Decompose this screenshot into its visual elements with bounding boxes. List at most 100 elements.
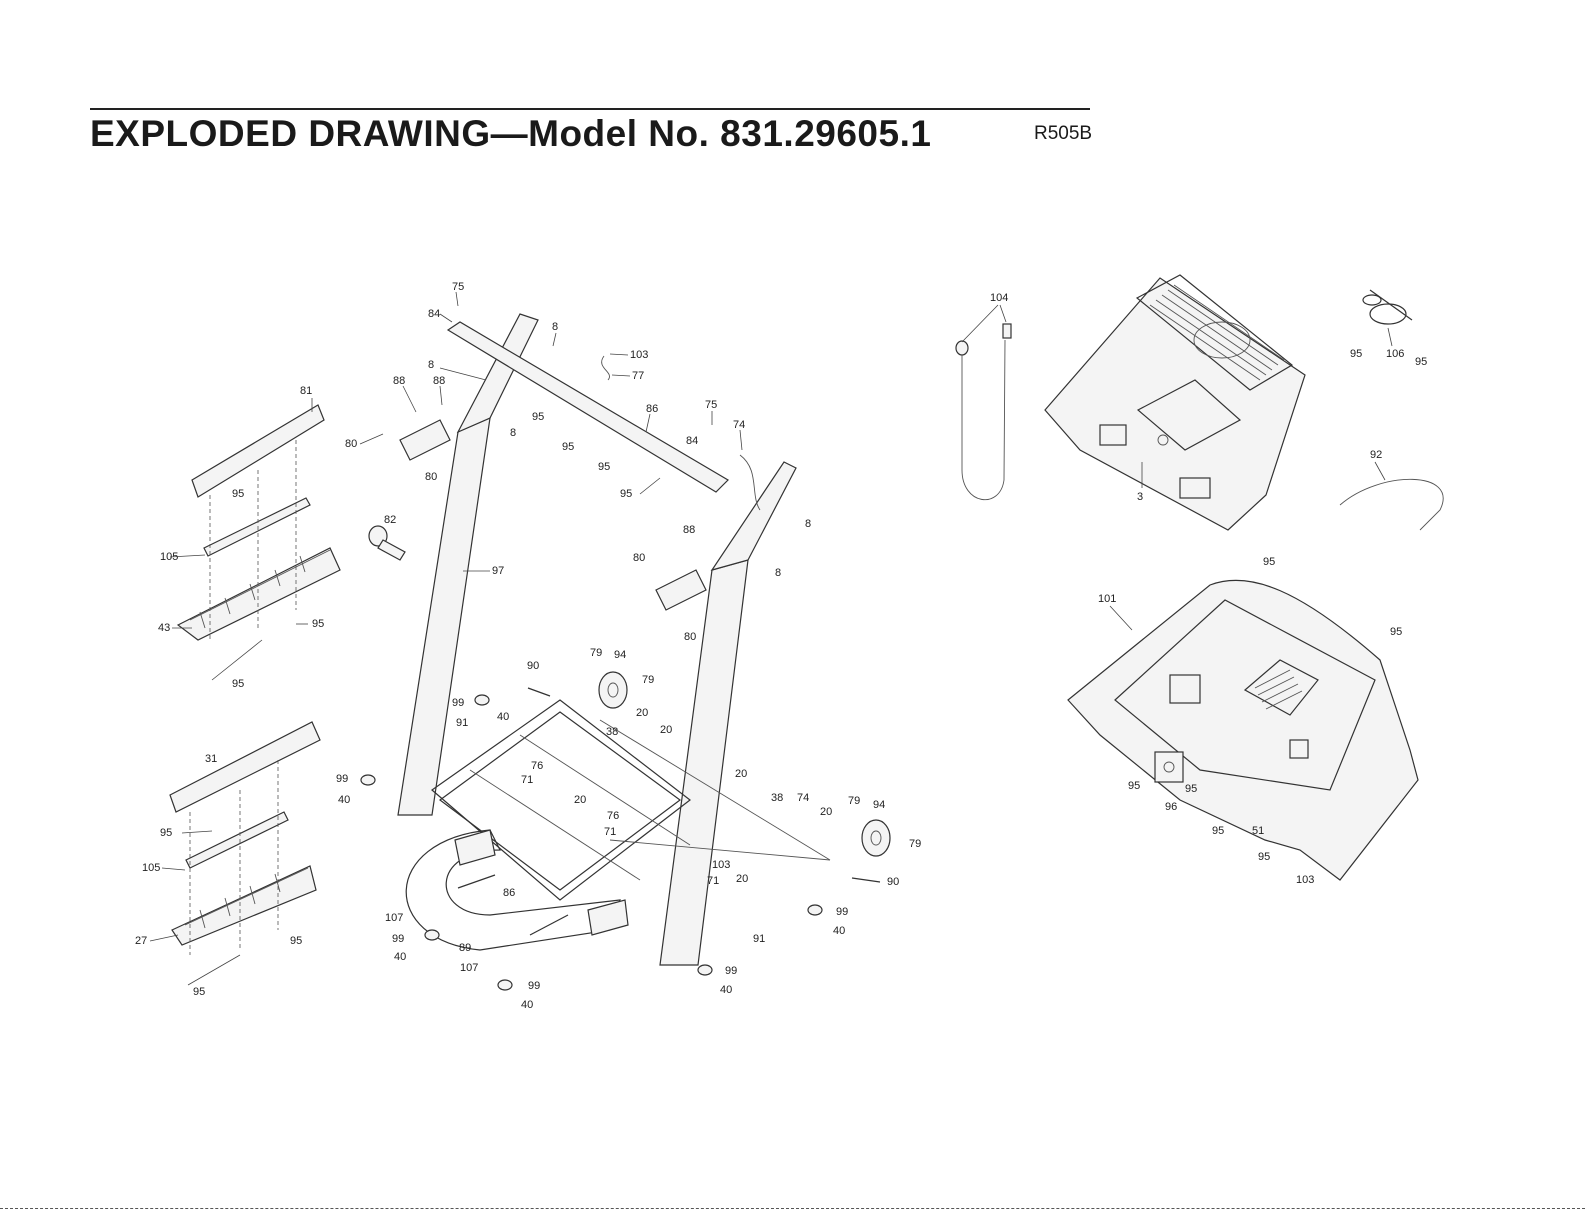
callout-label: 95 <box>562 441 574 453</box>
callout-label: 95 <box>232 488 244 500</box>
fan-assembly <box>1362 289 1413 325</box>
callout-label: 80 <box>684 631 696 643</box>
upright-frame <box>360 313 891 991</box>
callout-label: 95 <box>1212 825 1224 837</box>
callout-label: 71 <box>521 774 533 786</box>
callout-label: 95 <box>598 461 610 473</box>
callout-label: 95 <box>1350 348 1362 360</box>
callout-label: 38 <box>771 792 783 804</box>
callout-label: 96 <box>1165 801 1177 813</box>
callout-label: 95 <box>1263 556 1275 568</box>
upper-cable <box>1339 478 1444 531</box>
drawing-code: R505B <box>1034 123 1093 144</box>
callout-label: 88 <box>683 524 695 536</box>
callout-label: 88 <box>433 375 445 387</box>
callout-label: 3 <box>1137 491 1143 503</box>
callout-label: 20 <box>735 768 747 780</box>
callout-label: 106 <box>1386 348 1404 360</box>
callout-label: 31 <box>205 753 217 765</box>
callout-label: 40 <box>338 794 350 806</box>
callout-label: 8 <box>775 567 781 579</box>
callout-label: 80 <box>345 438 357 450</box>
callout-label: 79 <box>642 674 654 686</box>
callout-label: 95 <box>1415 356 1427 368</box>
callout-label: 99 <box>528 980 540 992</box>
callout-label: 79 <box>909 838 921 850</box>
callout-label: 51 <box>1252 825 1264 837</box>
callout-label: 99 <box>336 773 348 785</box>
callout-label: 40 <box>497 711 509 723</box>
callout-label: 20 <box>636 707 648 719</box>
callout-label: 20 <box>820 806 832 818</box>
callout-label: 8 <box>552 321 558 333</box>
callout-label: 99 <box>392 933 404 945</box>
callout-label: 82 <box>384 514 396 526</box>
callout-label: 90 <box>527 660 539 672</box>
callout-label: 20 <box>736 873 748 885</box>
callout-label: 74 <box>733 419 745 431</box>
callout-label: 20 <box>574 794 586 806</box>
callout-label: 75 <box>705 399 717 411</box>
callout-label: 79 <box>848 795 860 807</box>
console-assembly <box>1044 274 1306 531</box>
callout-label: 86 <box>503 887 515 899</box>
callout-label: 95 <box>312 618 324 630</box>
callout-label: 71 <box>604 826 616 838</box>
callout-label: 95 <box>232 678 244 690</box>
callout-label: 95 <box>290 935 302 947</box>
callout-label: 75 <box>452 281 464 293</box>
callout-label: 84 <box>428 308 440 320</box>
callout-label: 101 <box>1098 593 1116 605</box>
page-bottom-rule <box>0 1208 1585 1209</box>
callout-label: 89 <box>459 942 471 954</box>
callout-label: 105 <box>160 551 178 563</box>
callout-label: 91 <box>753 933 765 945</box>
callout-label: 95 <box>532 411 544 423</box>
callout-label: 90 <box>887 876 899 888</box>
power-cord <box>955 323 1012 501</box>
upper-handrail-assembly <box>176 404 341 641</box>
callout-label: 103 <box>712 859 730 871</box>
callout-label: 8 <box>805 518 811 530</box>
callout-label: 99 <box>452 697 464 709</box>
callout-label: 88 <box>393 375 405 387</box>
header-rule <box>90 108 1090 110</box>
callout-label: 40 <box>833 925 845 937</box>
page-title: EXPLODED DRAWING—Model No. 831.29605.1 <box>90 113 932 154</box>
motor-hood <box>1067 579 1419 881</box>
callout-label: 40 <box>521 999 533 1011</box>
callout-label: 76 <box>607 810 619 822</box>
callout-label: 20 <box>660 724 672 736</box>
callout-label: 79 <box>590 647 602 659</box>
callout-label: 95 <box>1390 626 1402 638</box>
callout-label: 8 <box>510 427 516 439</box>
callout-label: 8 <box>428 359 434 371</box>
callout-label: 103 <box>1296 874 1314 886</box>
callout-label: 95 <box>1128 780 1140 792</box>
callout-label: 99 <box>725 965 737 977</box>
callout-label: 104 <box>990 292 1008 304</box>
callout-label: 95 <box>1258 851 1270 863</box>
callout-label: 76 <box>531 760 543 772</box>
callout-label: 95 <box>1185 783 1197 795</box>
callout-label: 105 <box>142 862 160 874</box>
callout-label: 92 <box>1370 449 1382 461</box>
callout-label: 40 <box>394 951 406 963</box>
callout-label: 95 <box>160 827 172 839</box>
callout-label: 43 <box>158 622 170 634</box>
callout-label: 97 <box>492 565 504 577</box>
callout-label: 74 <box>797 792 809 804</box>
callout-label: 95 <box>193 986 205 998</box>
leader-lines <box>149 291 1393 986</box>
safety-key <box>368 525 406 561</box>
lower-handrail-assembly <box>169 721 321 955</box>
callout-label: 80 <box>425 471 437 483</box>
callout-labels: 75 84 8 103 77 88 88 8 81 95 8 95 95 86 … <box>135 281 1427 1011</box>
callout-label: 94 <box>614 649 626 661</box>
callout-label: 27 <box>135 935 147 947</box>
callout-label: 95 <box>620 488 632 500</box>
callout-label: 107 <box>385 912 403 924</box>
callout-label: 38 <box>606 726 618 738</box>
callout-label: 94 <box>873 799 885 811</box>
